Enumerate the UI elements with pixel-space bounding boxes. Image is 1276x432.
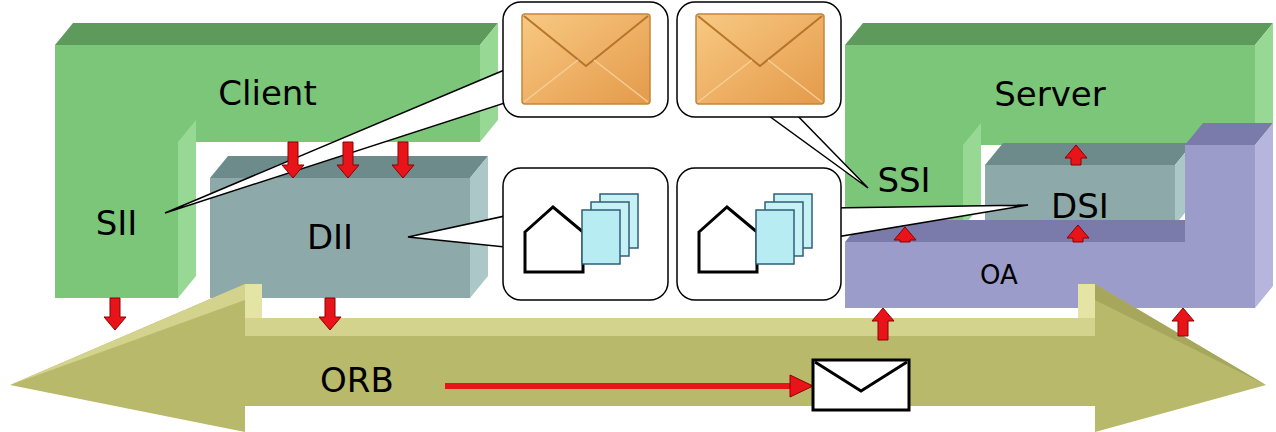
orb-message [445,360,909,410]
node-label: DII [307,219,353,256]
interface-repository-icon [525,207,583,272]
block-front-face [845,242,1255,308]
envelope-fold [594,60,648,102]
callout-bubble [677,2,868,188]
message-envelope-flap [815,362,907,391]
call-arrow [1067,225,1089,242]
block-front-face [1185,145,1255,242]
interface-repository-icon [699,207,757,272]
envelope-fold [524,60,578,102]
envelope-icon [522,14,650,104]
envelope-fold [698,60,752,102]
callout-bubble [408,168,668,300]
callout-bubble [677,168,1028,300]
call-arrow [1172,308,1194,336]
callout-frame [677,168,841,300]
block-top-face [845,23,1273,45]
node-label: DSI [1051,188,1109,225]
block-front-face [985,165,1175,225]
document-page [756,210,794,264]
call-arrow [282,142,304,178]
block-shape [10,318,1266,404]
node-label: Client [218,75,316,112]
call-arrow [1065,145,1087,165]
message-envelope [813,360,909,410]
orb-head-edge [1078,284,1095,318]
block-front-face [845,45,1255,145]
block-top-face [985,143,1193,165]
document-page [582,210,620,264]
block-front-face [55,142,178,298]
block-side-face [178,120,196,298]
envelope-flap [524,16,648,66]
orb-head-bevel [10,284,245,385]
object-adapter-block: OA [845,242,1255,308]
node-label: ORB [320,362,394,399]
orb-band: ORB [10,318,1266,404]
message-arrow [445,383,792,389]
orb-head-bevel [1095,284,1266,385]
block-side-face [1255,123,1273,308]
message-arrow-head [790,375,813,397]
orb-head-edge [245,284,262,318]
stub-interface-block: SII [55,142,178,298]
node-label: SSI [877,162,930,199]
callout-frame [503,2,668,117]
node-label: SII [96,205,138,242]
orb-band-front [10,284,1266,432]
callout-tail [830,205,1028,238]
block-top-face [55,23,498,45]
callout-tail [408,214,514,248]
orb-band-top [245,318,1095,336]
envelope-flap [698,16,822,66]
dynamic-skeleton-block: DSI [985,165,1175,225]
callout-frame [503,168,668,300]
node-label: Server [994,76,1106,113]
block-shape [845,242,1255,308]
callout-frame [677,2,841,117]
call-arrow [319,298,341,330]
call-arrow [894,227,916,242]
call-arrow [872,308,894,340]
call-arrow [104,298,126,330]
block-top-face [210,156,488,178]
call-arrow [392,142,414,178]
node-label: OA [980,261,1018,290]
server-block: Server [845,45,1255,145]
call-arrow [337,142,359,178]
envelope-fold [768,60,822,102]
envelope-icon [696,14,824,104]
callout-tail [165,66,514,213]
